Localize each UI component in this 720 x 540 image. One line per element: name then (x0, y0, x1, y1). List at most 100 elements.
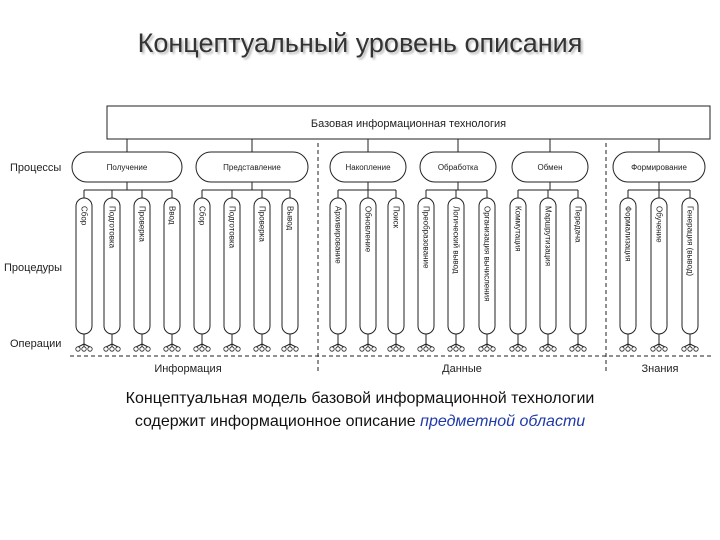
operation-node (521, 346, 527, 352)
operation-node (253, 346, 259, 352)
root-box (106, 105, 711, 140)
operation-branch (455, 343, 463, 348)
procedure-label: Генерация (вывод) (686, 206, 695, 276)
caption-highlight: предметной области (420, 413, 586, 430)
process-label: Формирование (631, 163, 687, 172)
operation-node (139, 346, 145, 352)
operation-branch (627, 343, 635, 348)
operation-node (359, 346, 365, 352)
operation-node (223, 346, 229, 352)
row-label-operations: Операции (10, 338, 61, 350)
operation-node (484, 346, 490, 352)
operation-node (631, 346, 637, 352)
operation-branch (577, 343, 585, 348)
operation-branch (261, 343, 269, 348)
operation-node (259, 346, 265, 352)
operation-node (169, 346, 175, 352)
operation-branch (135, 343, 143, 348)
procedure-label: Подготовка (108, 206, 117, 249)
operation-node (417, 346, 423, 352)
section-label: Данные (442, 363, 482, 375)
operation-node (287, 346, 293, 352)
operation-node (459, 346, 465, 352)
operation-node (662, 346, 668, 352)
operation-node (399, 346, 405, 352)
operation-node (229, 346, 235, 352)
operation-branch (361, 343, 369, 348)
operation-branch (105, 343, 113, 348)
operation-node (175, 346, 181, 352)
operation-branch (486, 343, 494, 348)
operation-branch (511, 343, 519, 348)
operation-branch (255, 343, 263, 348)
operation-node (329, 346, 335, 352)
operation-node (575, 346, 581, 352)
operation-branch (541, 343, 549, 348)
procedure-label: Передача (574, 206, 583, 243)
operation-branch (425, 343, 433, 348)
operation-branch (337, 343, 345, 348)
procedure-label: Поиск (392, 206, 401, 229)
operation-branch (547, 343, 555, 348)
operation-branch (389, 343, 397, 348)
procedure-label: Проверка (138, 206, 147, 242)
operation-node (109, 346, 115, 352)
operation-node (619, 346, 625, 352)
operation-node (205, 346, 211, 352)
row-label-procedures: Процедуры (4, 262, 62, 274)
operation-branch (331, 343, 339, 348)
operation-branch (141, 343, 149, 348)
root-label: Базовая информационная технология (311, 118, 506, 130)
process-label: Обмен (538, 163, 563, 172)
operation-node (81, 346, 87, 352)
operation-node (87, 346, 93, 352)
operation-branch (289, 343, 297, 348)
operation-branch (83, 343, 91, 348)
operation-node (509, 346, 515, 352)
operation-node (103, 346, 109, 352)
operation-branch (231, 343, 239, 348)
operation-branch (517, 343, 525, 348)
procedure-label: Маршрутизация (544, 206, 553, 266)
operation-node (687, 346, 693, 352)
operation-node (335, 346, 341, 352)
procedure-label: Архивирование (334, 206, 343, 264)
operation-node (341, 346, 347, 352)
operation-branch (395, 343, 403, 348)
operation-node (515, 346, 521, 352)
operation-node (656, 346, 662, 352)
operation-branch (283, 343, 291, 348)
operation-node (681, 346, 687, 352)
operation-node (581, 346, 587, 352)
operation-branch (111, 343, 119, 348)
section-label: Информация (154, 363, 221, 375)
operation-node (281, 346, 287, 352)
process-label: Получение (107, 163, 148, 172)
operation-node (545, 346, 551, 352)
operation-branch (652, 343, 660, 348)
process-label: Накопление (345, 163, 391, 172)
operation-node (551, 346, 557, 352)
operation-branch (165, 343, 173, 348)
operation-node (490, 346, 496, 352)
operation-branch (689, 343, 697, 348)
operation-branch (449, 343, 457, 348)
procedure-label: Ввод (168, 206, 177, 225)
operation-node (429, 346, 435, 352)
operation-branch (225, 343, 233, 348)
operation-node (371, 346, 377, 352)
operation-branch (683, 343, 691, 348)
procedure-label: Обучение (655, 206, 664, 243)
operation-node (199, 346, 205, 352)
procedure-label: Коммутация (514, 206, 523, 252)
operation-branch (621, 343, 629, 348)
operation-node (693, 346, 699, 352)
operation-node (447, 346, 453, 352)
operation-branch (571, 343, 579, 348)
procedure-label: Обновление (364, 206, 373, 253)
operation-node (75, 346, 81, 352)
slide-title: Концептуальный уровень описания (137, 28, 583, 58)
operation-node (265, 346, 271, 352)
procedure-label: Проверка (258, 206, 267, 242)
